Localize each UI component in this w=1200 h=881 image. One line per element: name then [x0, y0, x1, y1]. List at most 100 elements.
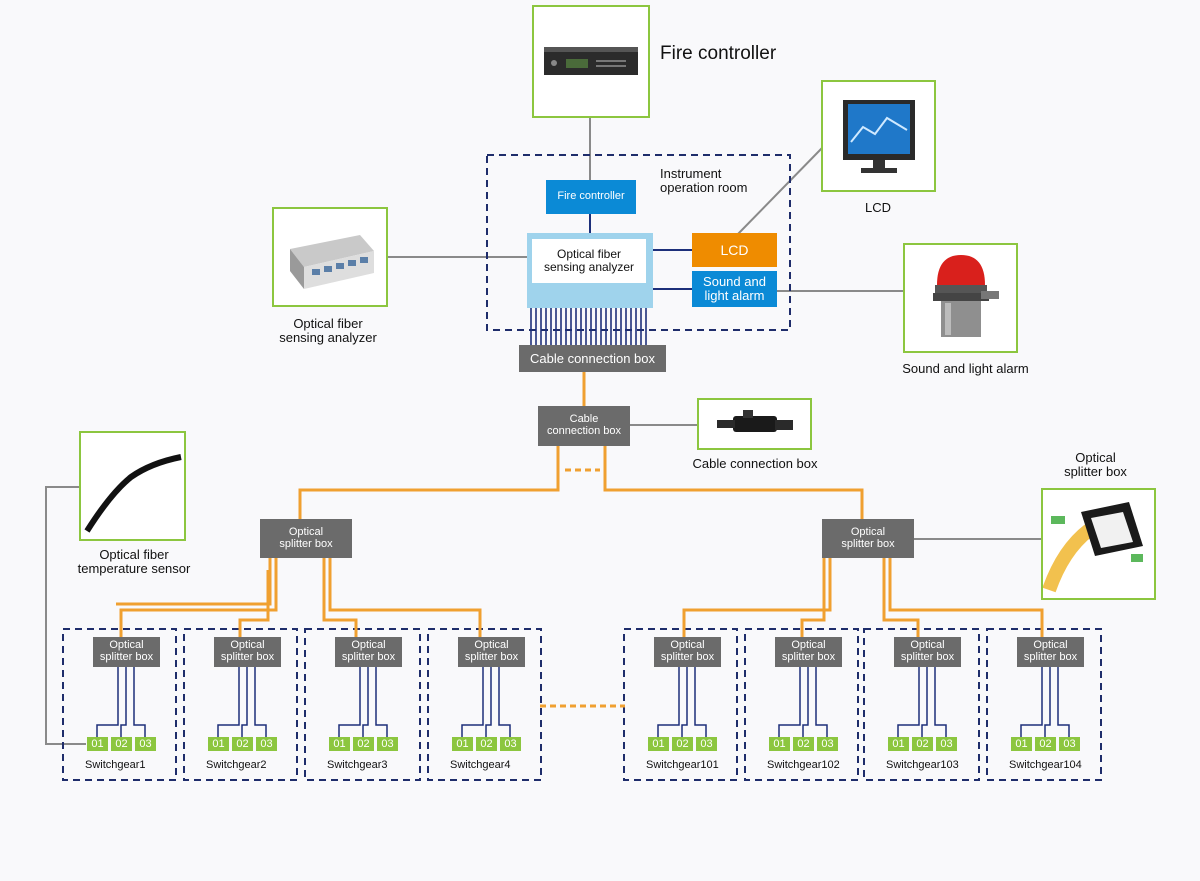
alarm-beacon-icon — [933, 255, 999, 337]
link-lcd-monitor — [736, 147, 823, 236]
fire-controller-node: Fire controller — [546, 180, 636, 214]
cable-box-caption: Cable connection box — [692, 456, 818, 471]
fire-controller-caption: Fire controller — [660, 43, 777, 64]
fiber-line — [485, 667, 492, 737]
temp-sensor-icon — [84, 454, 182, 533]
fiber-port: 01 — [87, 737, 108, 751]
fiber-port: 03 — [817, 737, 838, 751]
fiber-port: 02 — [793, 737, 814, 751]
lcd-monitor-icon — [843, 100, 915, 173]
fiber-port: 02 — [672, 737, 693, 751]
link-temp-sensor — [45, 486, 86, 745]
fiber-port: 03 — [500, 737, 521, 751]
fiber-port: 03 — [1059, 737, 1080, 751]
fiber-line — [498, 667, 511, 737]
fiber-port: 02 — [912, 737, 933, 751]
fiber-line — [657, 667, 680, 737]
fiber-line — [778, 667, 801, 737]
instrument-room-outline — [486, 154, 791, 331]
fiber-port: 03 — [135, 737, 156, 751]
connector-icon — [717, 410, 793, 432]
fiber-line — [96, 667, 119, 737]
fiber-port: 02 — [476, 737, 497, 751]
temp-sensor-photo — [79, 431, 186, 541]
analyzer-device-icon — [290, 235, 374, 289]
fiber-port: 01 — [769, 737, 790, 751]
fiber-bundle — [530, 308, 647, 346]
splitter-photo — [1041, 488, 1156, 600]
fiber-line — [217, 667, 240, 737]
fiber-port: 02 — [1035, 737, 1056, 751]
lcd-photo — [821, 80, 936, 192]
analyzer-photo — [272, 207, 388, 307]
fiber-port: 03 — [936, 737, 957, 751]
fiber-line — [815, 667, 828, 737]
switchgear-name: Switchgear1 — [85, 759, 146, 771]
switchgear-name: Switchgear3 — [327, 759, 388, 771]
fiber-line — [1044, 667, 1051, 737]
switchgear-name: Switchgear102 — [767, 759, 840, 771]
fiber-line — [362, 667, 369, 737]
fiber-line — [681, 667, 688, 737]
fiber-line — [1057, 667, 1070, 737]
fiber-port: 01 — [208, 737, 229, 751]
fiber-line — [802, 667, 809, 737]
fiber-port: 03 — [256, 737, 277, 751]
fiber-port: 02 — [353, 737, 374, 751]
switchgear-name: Switchgear2 — [206, 759, 267, 771]
fiber-line — [241, 667, 248, 737]
fiber-port: 01 — [888, 737, 909, 751]
lcd-caption: LCD — [864, 200, 891, 215]
fiber-line — [694, 667, 707, 737]
alarm-photo — [903, 243, 1018, 353]
fiber-port: 02 — [232, 737, 253, 751]
alarm-caption: Sound and light alarm — [902, 361, 1029, 376]
switchgear-name: Switchgear104 — [1009, 759, 1082, 771]
fiber-port: 01 — [648, 737, 669, 751]
fiber-port: 02 — [111, 737, 132, 751]
cable-box-photo — [697, 398, 812, 450]
fiber-line — [338, 667, 361, 737]
switchgear-fibers — [96, 667, 1070, 737]
main-cable-box: Cable connection box — [519, 345, 666, 372]
fiber-port: 03 — [377, 737, 398, 751]
switchgear-name: Switchgear103 — [886, 759, 959, 771]
fiber-port: 01 — [329, 737, 350, 751]
fiber-line — [461, 667, 484, 737]
fiber-port: 01 — [1011, 737, 1032, 751]
fiber-line — [120, 667, 127, 737]
group-sg103 — [863, 628, 980, 781]
fire-controller-photo — [532, 5, 650, 118]
lcd-node: LCD — [692, 233, 777, 267]
group-sg3 — [304, 628, 421, 781]
fiber-line — [1020, 667, 1043, 737]
fiber-line — [921, 667, 928, 737]
fiber-port: 01 — [452, 737, 473, 751]
fiber-line — [375, 667, 388, 737]
fiber-line — [133, 667, 146, 737]
switchgear-name: Switchgear4 — [450, 759, 511, 771]
switchgear-name: Switchgear101 — [646, 759, 719, 771]
fiber-line — [254, 667, 267, 737]
splitter-device-icon — [1043, 502, 1143, 593]
